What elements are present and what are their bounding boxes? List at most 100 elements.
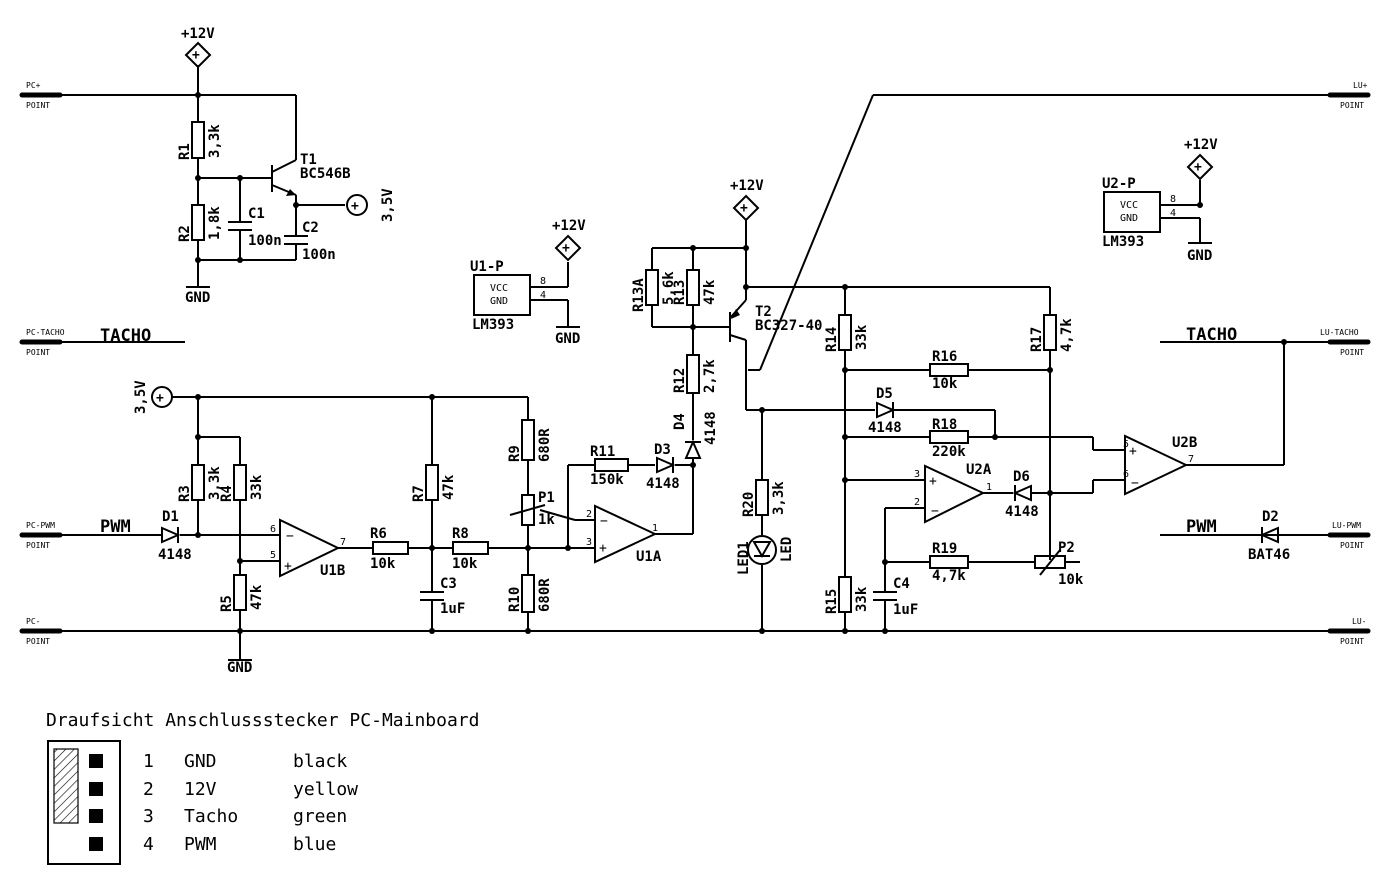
port-label: LU-TACHO bbox=[1320, 328, 1359, 337]
pin-square-icon bbox=[89, 837, 103, 851]
value-label: 4148 bbox=[646, 476, 680, 492]
svg-text:+: + bbox=[599, 541, 607, 556]
svg-text:+: + bbox=[351, 199, 359, 214]
ref-label: C1 bbox=[248, 206, 265, 222]
value-label: 10k bbox=[452, 556, 478, 572]
supply-12v-4: + +12V bbox=[1184, 137, 1218, 181]
gnd-label: GND bbox=[555, 331, 580, 347]
diode-d4: D4 4148 bbox=[672, 411, 719, 459]
ref-label: R17 bbox=[1029, 327, 1045, 352]
ref-label: R7 bbox=[411, 485, 427, 502]
resistor-r6: R6 10k bbox=[370, 526, 409, 572]
port-lu-tacho: LU-TACHO POINT bbox=[1320, 328, 1371, 357]
pin-name: VCC bbox=[490, 283, 508, 294]
svg-text:+: + bbox=[156, 391, 164, 406]
ref-label: D6 bbox=[1013, 469, 1030, 485]
value-label: BC327-40 bbox=[755, 318, 822, 334]
value-label: 680R bbox=[537, 428, 553, 462]
ref-label: D3 bbox=[654, 442, 671, 458]
svg-text:+: + bbox=[562, 241, 570, 256]
port-type: POINT bbox=[26, 637, 50, 646]
gnd-4: GND bbox=[1187, 242, 1212, 264]
ref-label: R6 bbox=[370, 526, 387, 542]
ref-label: R13A bbox=[631, 278, 647, 312]
supply-label: +12V bbox=[552, 218, 586, 234]
ref-label: P1 bbox=[538, 490, 555, 506]
pin-name: GND bbox=[184, 751, 217, 772]
pin-square-icon bbox=[89, 809, 103, 823]
value-label: 4,7k bbox=[932, 568, 966, 584]
supply-12v-2: + +12V bbox=[552, 218, 586, 262]
value-label: 1uF bbox=[893, 602, 918, 618]
ref-label: D5 bbox=[876, 386, 893, 402]
value-label: 33k bbox=[854, 586, 870, 612]
pin-label: 4 bbox=[540, 290, 546, 301]
capacitor-c4: C4 1uF bbox=[873, 576, 918, 618]
ref-label: R16 bbox=[932, 349, 957, 365]
ref-label: U2-P bbox=[1102, 176, 1136, 192]
pin-label: 6 bbox=[1123, 469, 1129, 480]
value-label: 10k bbox=[932, 376, 958, 392]
port-label: PC-PWM bbox=[26, 521, 55, 530]
port-type: POINT bbox=[1340, 637, 1364, 646]
ref-label: R19 bbox=[932, 541, 957, 557]
value-label: 1uF bbox=[440, 601, 465, 617]
capacitor-c1: C1 100n bbox=[228, 206, 282, 249]
resistor-r16: R16 10k bbox=[929, 349, 969, 392]
port-lu-minus: LU- POINT bbox=[1327, 617, 1371, 646]
value-label: 100n bbox=[302, 247, 336, 263]
pin-color: yellow bbox=[293, 779, 358, 800]
port-label: PC-TACHO bbox=[26, 328, 65, 337]
port-pc-minus: PC- POINT bbox=[19, 617, 63, 646]
value-label: 1k bbox=[538, 512, 555, 528]
potentiometer-p1: P1 1k bbox=[509, 490, 555, 528]
resistor-r3: R3 3,3k bbox=[177, 464, 223, 502]
ref-label: C2 bbox=[302, 220, 319, 236]
potentiometer-p2: P2 10k bbox=[1034, 540, 1084, 588]
diode-d1: D1 4148 bbox=[158, 509, 192, 563]
diode-d5: D5 4148 bbox=[868, 386, 902, 436]
supply-label: +12V bbox=[181, 26, 215, 42]
ref-label: R18 bbox=[932, 417, 957, 433]
port-pc-plus: PC+ POINT bbox=[19, 81, 63, 110]
ref-label: R3 bbox=[177, 485, 193, 502]
connector-title: Draufsicht Anschlussstecker PC-Mainboard bbox=[46, 710, 479, 731]
ref-label: T1 bbox=[300, 152, 317, 168]
ref-label: R1 bbox=[177, 143, 193, 160]
diode-d3: D3 4148 bbox=[646, 442, 680, 492]
pin-label: 5 bbox=[1123, 439, 1129, 450]
value-label: 1,8k bbox=[207, 206, 223, 240]
supply-label: +12V bbox=[1184, 137, 1218, 153]
gnd-1: GND bbox=[185, 286, 210, 306]
ref-label: R2 bbox=[177, 225, 193, 242]
resistor-r8: R8 10k bbox=[452, 526, 489, 572]
pin-label: 6 bbox=[270, 524, 276, 535]
pin-name: GND bbox=[490, 296, 508, 307]
port-lu-plus: LU+ POINT bbox=[1327, 81, 1371, 110]
resistor-r9: R9 680R bbox=[507, 419, 553, 462]
gnd-2: GND bbox=[555, 326, 580, 347]
resistor-r2: R2 1,8k bbox=[177, 204, 223, 242]
ref-label: R10 bbox=[507, 587, 523, 612]
gnd-label: GND bbox=[1187, 248, 1212, 264]
ref-label: C4 bbox=[893, 576, 910, 592]
pin-name: PWM bbox=[184, 834, 217, 855]
port-label: LU-PWM bbox=[1332, 521, 1361, 530]
resistor-r17: R17 4,7k bbox=[1029, 314, 1075, 352]
transistor-t2: T2 BC327-40 bbox=[729, 299, 822, 342]
supply-35v-out: + 3,5V bbox=[346, 188, 396, 222]
signal-tacho-left: TACHO bbox=[100, 326, 151, 346]
ref-label: LED1 bbox=[736, 541, 752, 575]
svg-text:+: + bbox=[929, 474, 937, 489]
resistor-r4: R4 33k bbox=[219, 464, 265, 502]
pin-label: 7 bbox=[1188, 454, 1194, 465]
value-label: 47k bbox=[249, 584, 265, 610]
pin-label: 8 bbox=[540, 276, 546, 287]
pin-label: 8 bbox=[1170, 194, 1176, 205]
value-label: 33k bbox=[249, 474, 265, 500]
pin-color: blue bbox=[293, 834, 336, 855]
port-label: PC- bbox=[26, 617, 40, 626]
value-label: 220k bbox=[932, 444, 966, 460]
value-label: 3,3k bbox=[207, 124, 223, 158]
